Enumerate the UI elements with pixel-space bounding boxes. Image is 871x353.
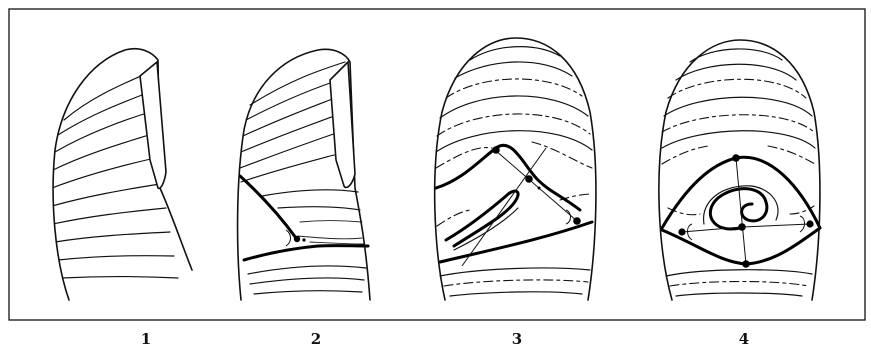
finger-3-outline <box>435 38 596 300</box>
finger-4-type-line-upper <box>662 157 820 228</box>
finger-3 <box>435 38 596 300</box>
finger-1-nail <box>140 62 166 188</box>
finger-2-delta-mark <box>286 230 291 246</box>
finger-2-delta-point <box>294 236 300 242</box>
finger-3-type-line-upper <box>436 145 580 210</box>
finger-2-type-line-lower <box>244 246 368 260</box>
finger-4-line-right <box>742 224 810 227</box>
finger-3-delta-point <box>573 217 581 225</box>
finger-1 <box>52 49 192 300</box>
figure-label-2: 2 <box>296 330 336 348</box>
finger-2 <box>238 49 370 300</box>
finger-4-whorl-spiral <box>710 189 767 229</box>
figure-label-1: 1 <box>126 330 166 348</box>
finger-4-ridges <box>662 49 815 296</box>
finger-4-right-delta-point <box>806 220 813 227</box>
figure-label-3: 3 <box>497 330 537 348</box>
finger-4-lower-point <box>742 260 750 268</box>
finger-4-upper-point <box>732 154 740 162</box>
finger-1-outline <box>53 49 192 300</box>
finger-4-center-point <box>738 223 746 231</box>
finger-4 <box>659 40 820 300</box>
finger-4-type-line-lower <box>662 228 820 264</box>
finger-3-core-point <box>492 146 500 154</box>
finger-4-left-delta-point <box>678 228 685 235</box>
finger-4-axis-vertical <box>736 158 746 264</box>
figure-label-4: 4 <box>724 330 764 348</box>
